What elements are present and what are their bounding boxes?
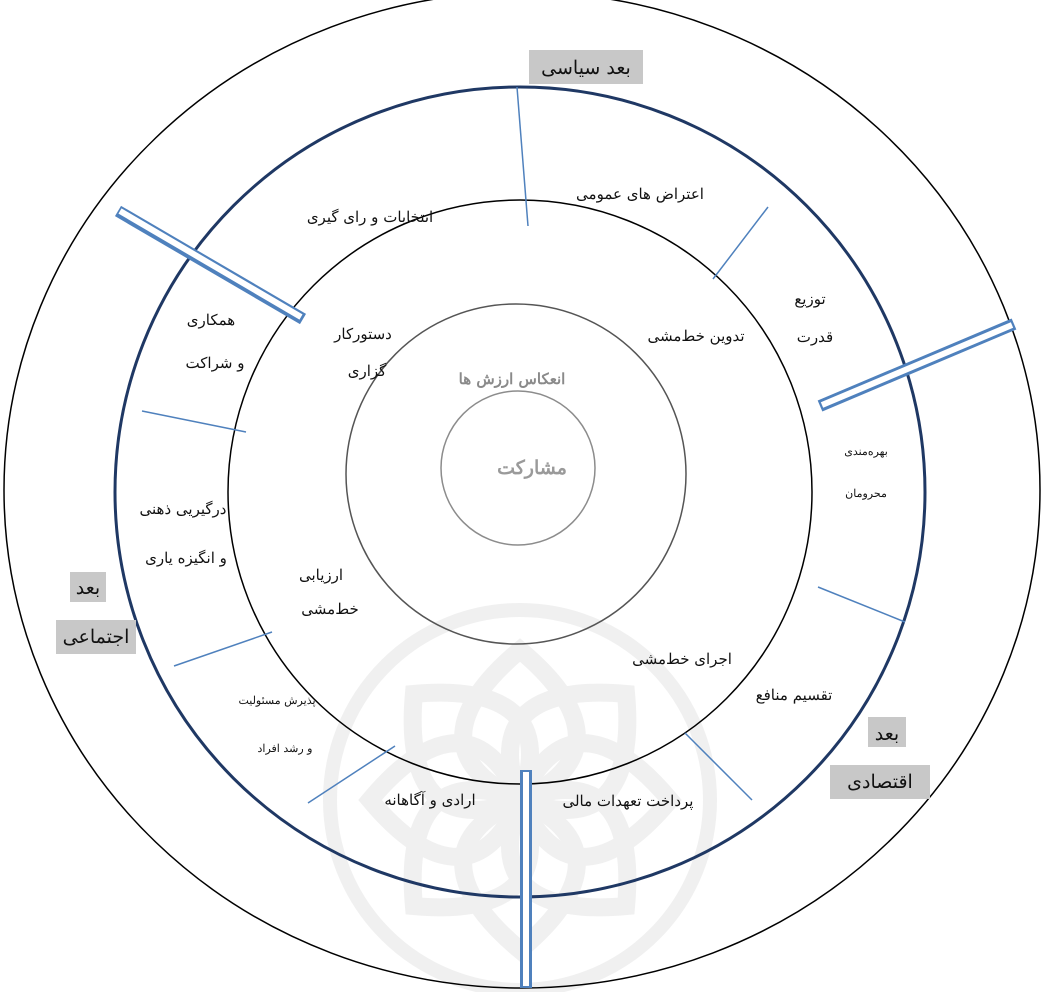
voluntary-conscious-label: ارادی و آگاهانه	[384, 791, 475, 809]
values-label: انعکاس ارزش ها	[459, 370, 566, 388]
divider-lower-right	[684, 732, 753, 801]
divider-right	[817, 586, 906, 623]
center-circle	[440, 390, 596, 546]
evaluation-label-2: خط‌مشی	[301, 600, 358, 618]
formulation-label: تدوین خط‌مشی	[647, 327, 744, 345]
social-dimension-label-1: بعد	[76, 577, 100, 599]
cooperation-label-1: همکاری	[187, 311, 236, 329]
divider-lower-left	[307, 745, 396, 804]
financial-obligations-label: پرداخت تعهدات مالی	[562, 792, 693, 810]
divider-upper-right	[712, 206, 769, 280]
economic-label-bg-2	[830, 765, 930, 799]
engagement-label-2: و انگیزه یاری	[145, 549, 227, 567]
deprived-benefit-label-2: محرومان	[845, 487, 887, 500]
agenda-label-1: دستورکار	[333, 325, 392, 343]
segment-dividers	[141, 86, 906, 804]
economic-dimension-label-1: بعد	[875, 723, 899, 745]
divider-left-high	[141, 410, 247, 433]
separator-upper-left	[114, 205, 307, 325]
interest-division-label: تقسیم منافع	[756, 686, 833, 704]
engagement-label-1: درگیریی ذهنی	[140, 500, 227, 518]
divider-top	[516, 86, 529, 227]
divider-left-low	[173, 631, 273, 667]
agenda-label-2: گزاری	[348, 362, 387, 380]
social-dimension-label-2: اجتماعی	[63, 626, 130, 648]
cooperation-label-2: و شراکت	[186, 354, 245, 372]
social-label-bg-1	[70, 572, 106, 602]
power-distribution-label-1: توزیع	[794, 290, 825, 308]
center-label: مشارکت	[497, 457, 567, 479]
public-protests-label: اعتراض های عمومی	[576, 185, 704, 203]
economic-dimension-label-2: اقتصادی	[847, 771, 913, 793]
responsibility-label-2: و رشد افراد	[258, 742, 313, 755]
elections-label: انتخابات و رای گیری	[307, 208, 433, 226]
responsibility-label-1: پذیرش مسئولیت	[238, 694, 315, 707]
separator-right	[817, 318, 1017, 412]
power-distribution-label-2: قدرت	[797, 328, 833, 346]
economic-label-bg-1	[868, 717, 906, 747]
policy-ring	[227, 199, 813, 785]
deprived-benefit-label-1: بهره‌مندی	[844, 445, 888, 458]
social-label-bg-2	[56, 620, 136, 654]
values-ring	[345, 303, 687, 645]
evaluation-label-1: ارزیابی	[299, 566, 343, 584]
political-label-bg	[529, 50, 643, 84]
dimension-separators	[114, 205, 1017, 988]
implementation-label: اجرای خط‌مشی	[632, 650, 732, 668]
political-dimension-label: بعد سیاسی	[541, 57, 631, 79]
